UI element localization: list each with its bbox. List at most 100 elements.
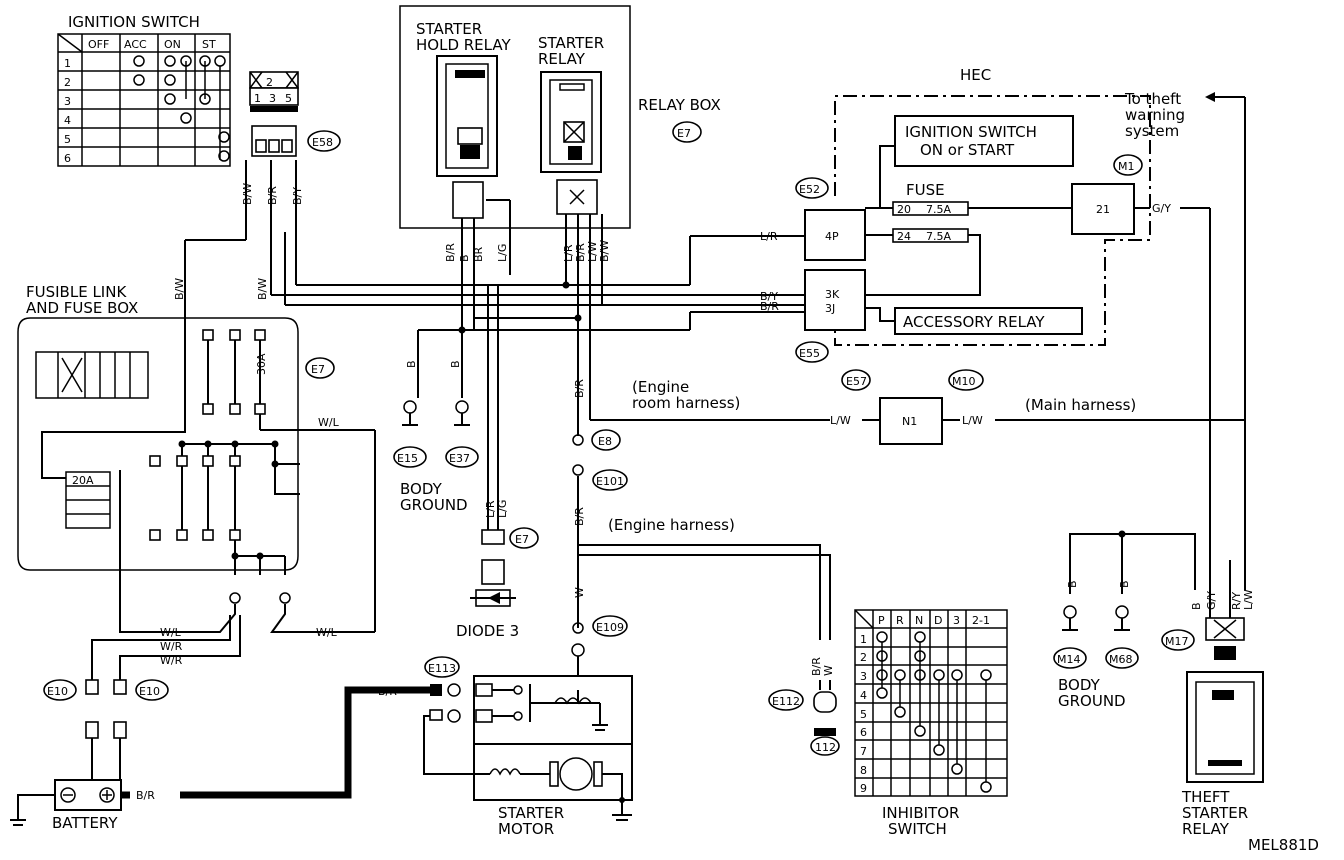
terminal-3j: 3J	[825, 302, 835, 315]
terminal-3k: 3K	[825, 288, 840, 301]
e55-label: E55	[799, 347, 820, 360]
wire-by-hec: B/Y	[760, 290, 778, 303]
inh-col-n: N	[915, 614, 923, 627]
e58-pin-3: 3	[269, 92, 276, 105]
reference-code: MEL881D	[1248, 836, 1319, 854]
wire-br-e58: B/R	[266, 186, 279, 205]
m14-label: M14	[1057, 653, 1081, 666]
inh-col-r: R	[896, 614, 904, 627]
starter-hold-relay-label-2: HOLD RELAY	[416, 36, 511, 54]
wire-lr-diode: L/R	[484, 500, 497, 518]
wire-lw-m17: L/W	[1242, 589, 1255, 610]
ign-col-off: OFF	[88, 38, 109, 51]
e57-label: E57	[846, 375, 867, 388]
wire-b-ground-2: B	[449, 360, 462, 368]
e7-relay-label: E7	[677, 127, 691, 140]
ignition-switch-table: IGNITION SWITCH OFF ACC ON ST 1 2 3 4 5 …	[57, 13, 231, 167]
wire-br-hec: B/R	[760, 300, 779, 313]
wire-br-battery: B/R	[136, 789, 155, 802]
inh-col-d: D	[934, 614, 942, 627]
e58-pin-2: 2	[266, 76, 273, 89]
inh-row-6: 6	[860, 726, 867, 739]
relay-box-label: RELAY BOX	[638, 96, 721, 114]
inh-row-7: 7	[860, 745, 867, 758]
terminal-n1: N1	[902, 415, 917, 428]
wire-br-v2: B/R	[573, 507, 586, 526]
e8-label: E8	[598, 435, 612, 448]
theft-relay-label-2: STARTER	[1182, 804, 1248, 822]
engine-harness-label: (Engine harness)	[608, 516, 735, 534]
ign-on-start-label-1: IGNITION SWITCH	[905, 123, 1037, 141]
hec-module: HEC To theft warning system IGNITION SWI…	[760, 66, 1246, 590]
n1-joint: N1 L/W E57 M10 (Main harness)	[841, 369, 1245, 445]
to-theft-label-2: warning	[1125, 106, 1185, 124]
e7-diode-label: E7	[515, 533, 529, 546]
wire-bw-3: B/W	[256, 278, 269, 300]
inh-col-3: 3	[953, 614, 960, 627]
inhibitor-switch-label-2: SWITCH	[888, 820, 947, 838]
fuse-20-value: 7.5A	[926, 203, 951, 216]
m17-label: M17	[1165, 635, 1189, 648]
wire-br-v1: B/R	[573, 379, 586, 398]
engine-room-label-2: room harness)	[632, 394, 740, 412]
theft-relay-label-3: RELAY	[1182, 820, 1230, 838]
fuse-24-value: 7.5A	[926, 230, 951, 243]
to-theft-arrow-icon	[1205, 92, 1215, 102]
ign-col-on: ON	[164, 38, 181, 51]
e52-label: E52	[799, 183, 820, 196]
main-harness-label: (Main harness)	[1025, 396, 1136, 414]
to-theft-label-1: To theft	[1124, 90, 1181, 108]
ign-row-1: 1	[64, 57, 71, 70]
battery-section: E10 E10 BATTERY B/R B/R	[10, 679, 430, 832]
fusible-link-box: FUSIBLE LINK AND FUSE BOX 30A E7 20A W/L	[17, 283, 376, 680]
wire-w-v: W	[573, 587, 586, 598]
body-ground-label-2: GROUND	[400, 496, 468, 514]
wire-by-e58: B/Y	[291, 187, 304, 205]
wire-br-starter: B/R	[378, 685, 397, 698]
body-ground-r-label-1: BODY	[1058, 676, 1101, 694]
theft-relay-section: B B M14 M68 BODY GROUND B G/Y R/Y L/W M1…	[1053, 530, 1264, 838]
wire-gy-hec: G/Y	[1152, 202, 1171, 215]
wire-ry-m17: R/Y	[1230, 592, 1243, 610]
starter-motor: E113 STARTER MOTOR	[423, 656, 633, 838]
e101-label: E101	[596, 475, 624, 488]
wire-wr-2: W/R	[160, 654, 183, 667]
diode3-section: L/R L/G E7 DIODE 3	[456, 285, 539, 640]
fuse-24-number: 24	[897, 230, 911, 243]
wire-br-sr: B/R	[574, 243, 587, 262]
ign-col-st: ST	[202, 38, 216, 51]
theft-relay-label-1: THEFT	[1181, 788, 1230, 806]
inh-row-9: 9	[860, 782, 867, 795]
ign-row-6: 6	[64, 152, 71, 165]
fuse-30a-label: 30A	[255, 353, 268, 375]
fusible-link-label-1: FUSIBLE LINK	[26, 283, 127, 301]
wire-lw-sr: L/W	[586, 241, 599, 262]
wire-wl-3: W/L	[316, 626, 338, 639]
starter-relay-label-2: RELAY	[538, 50, 586, 68]
wire-br2-relay: BR	[472, 246, 485, 262]
body-ground-label-1: BODY	[400, 480, 443, 498]
fuse-20-number: 20	[897, 203, 911, 216]
ground-e15-e37: B B E15 E37 BODY GROUND	[393, 330, 479, 514]
inhibitor-switch-label-1: INHIBITOR	[882, 804, 959, 822]
wire-wl-2: W/L	[160, 626, 182, 639]
starter-relay-label-1: STARTER	[538, 34, 604, 52]
inhibitor-switch-table: P R N D 3 2-1 1 2 3 4 5 6 7 8 9	[854, 609, 1008, 838]
ign-row-4: 4	[64, 114, 71, 127]
inh-row-5: 5	[860, 708, 867, 721]
inh-row-3: 3	[860, 670, 867, 683]
starter-motor-label-1: STARTER	[498, 804, 564, 822]
m10-label: M10	[952, 375, 976, 388]
e10-label-b: E10	[139, 685, 160, 698]
terminal-4p: 4P	[825, 230, 839, 243]
hec-label: HEC	[960, 66, 991, 84]
wire-br-e112: B/R	[810, 657, 823, 676]
ign-col-acc: ACC	[124, 38, 147, 51]
wire-bw-2: B/W	[173, 278, 186, 300]
m68-label: M68	[1109, 653, 1133, 666]
inh-row-2: 2	[860, 651, 867, 664]
ign-on-start-label-2: ON or START	[920, 141, 1015, 159]
starter-feed: B/R L/W (Engine room harness) E8 E101 B/…	[571, 330, 851, 690]
fuse-20a-label: 20A	[72, 474, 94, 487]
